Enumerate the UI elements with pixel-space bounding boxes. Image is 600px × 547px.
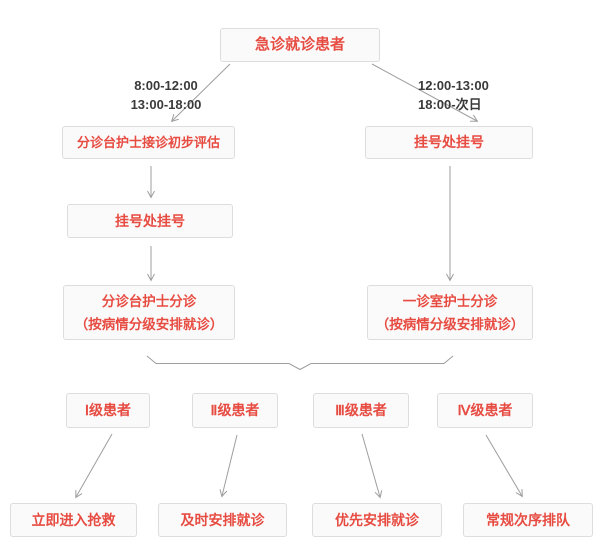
node-left-registration: 挂号处挂号 (67, 204, 233, 238)
node-clinic-room-nurse-triage-line1: 一诊室护士分诊 (402, 293, 498, 309)
node-outcome-priority-treatment: 优先安排就诊 (312, 503, 442, 537)
arrow-start-to-right-register (371, 63, 479, 122)
arrow-level4-to-outcome4 (485, 434, 523, 498)
node-outcome-prompt-treatment: 及时安排就诊 (158, 503, 287, 537)
node-clinic-room-nurse-triage-line2: （按病情分级安排就诊） (375, 316, 525, 332)
node-level-1-patient: Ⅰ级患者 (66, 393, 150, 428)
time-label-off-hours: 12:00-13:00 18:00-次日 (418, 76, 526, 114)
node-clinic-room-nurse-triage: 一诊室护士分诊 （按病情分级安排就诊） (367, 285, 533, 340)
node-triage-desk-initial-assessment: 分诊台护士接诊初步评估 (62, 126, 235, 159)
arrow-level1-to-outcome1 (75, 433, 113, 499)
node-outcome-regular-queue: 常规次序排队 (463, 503, 593, 537)
arrow-level2-to-outcome2 (219, 434, 238, 498)
node-triage-desk-nurse-triage: 分诊台护士分诊 （按病情分级安排就诊） (63, 285, 235, 340)
time-label-day-line1: 8:00-12:00 (134, 78, 198, 93)
time-label-off-line2: 18:00-次日 (418, 97, 482, 112)
node-level-3-patient: Ⅲ级患者 (313, 393, 409, 428)
arrow-start-to-assess (170, 63, 231, 123)
node-level-2-patient: Ⅱ级患者 (192, 393, 278, 428)
node-triage-desk-nurse-triage-line2: （按病情分级安排就诊） (74, 316, 224, 332)
brace-connector (146, 355, 454, 371)
node-emergency-patient: 急诊就诊患者 (220, 28, 380, 62)
time-label-day-line2: 13:00-18:00 (130, 97, 202, 112)
arrow-level3-to-outcome3 (361, 433, 383, 499)
node-triage-desk-nurse-triage-line1: 分诊台护士分诊 (101, 293, 197, 309)
node-level-4-patient: Ⅳ级患者 (437, 393, 533, 428)
time-label-off-line1: 12:00-13:00 (418, 78, 489, 93)
node-right-registration: 挂号处挂号 (365, 126, 533, 159)
time-label-day-shift: 8:00-12:00 13:00-18:00 (112, 76, 220, 114)
node-outcome-immediate-rescue: 立即进入抢救 (10, 503, 137, 537)
